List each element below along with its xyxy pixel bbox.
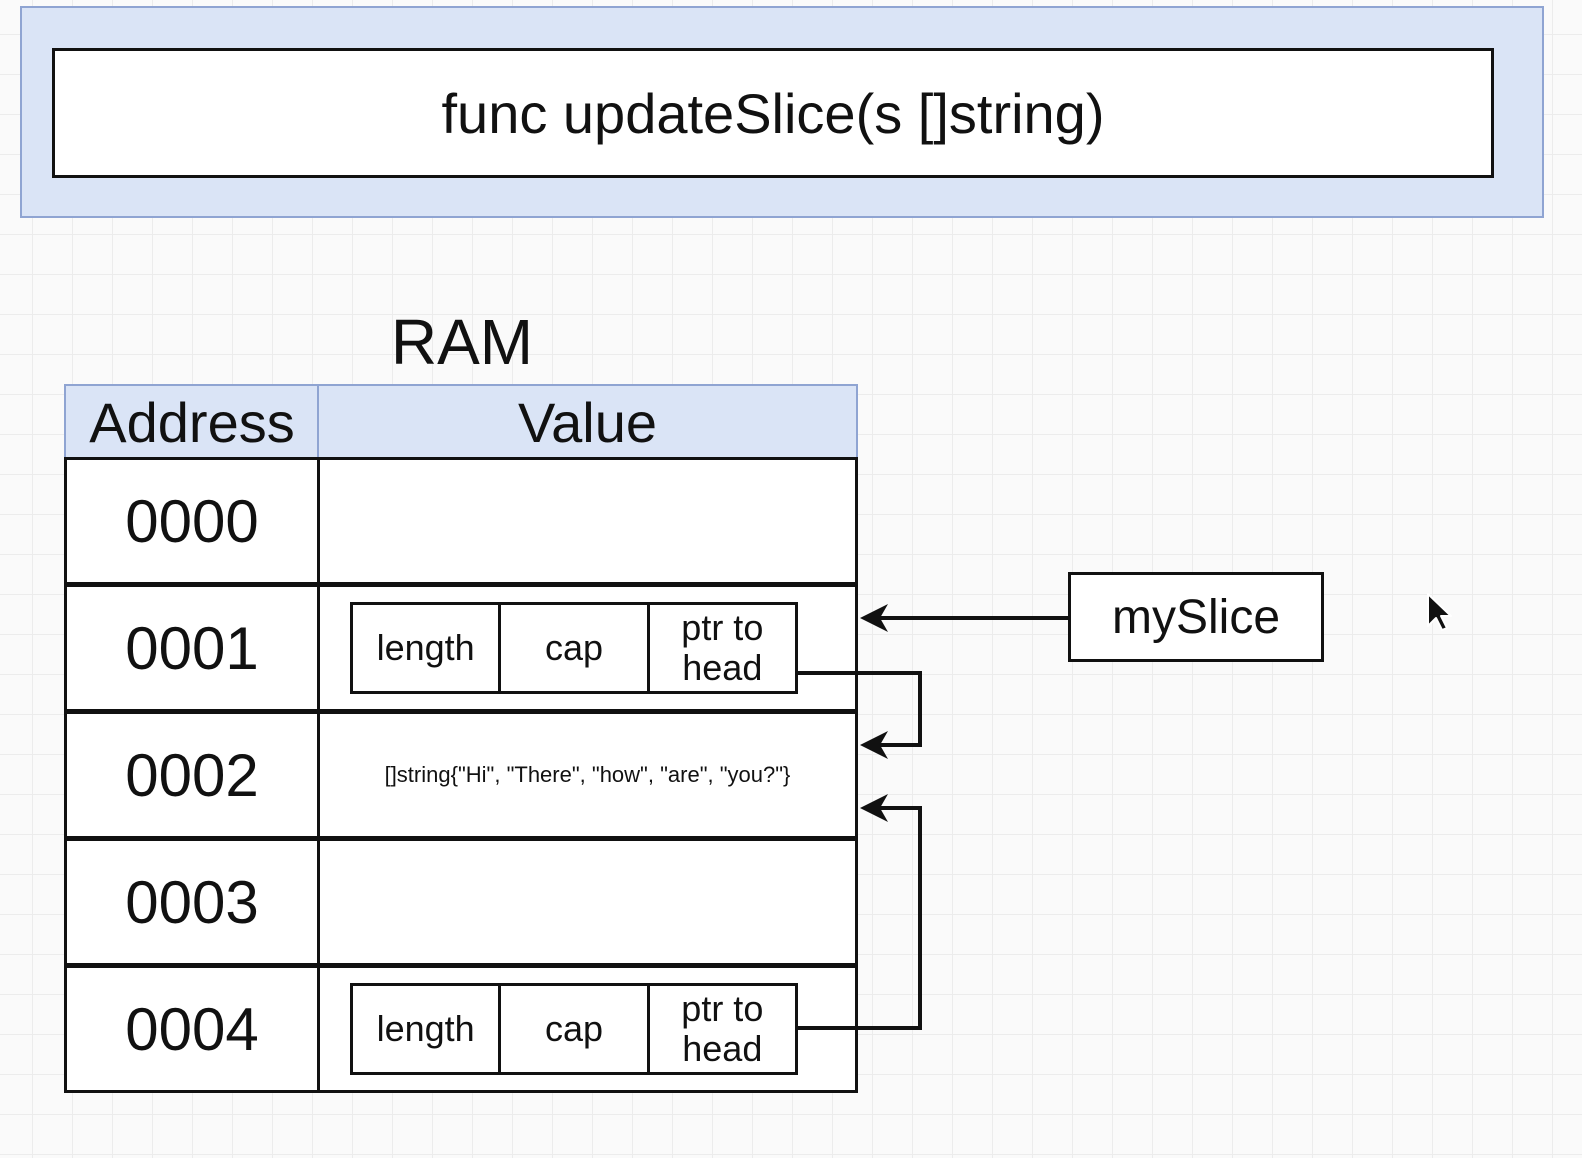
slice-length-field: length	[376, 627, 475, 668]
slice-header-0001: length cap ptr to head	[350, 602, 798, 694]
slice-header-0004: length cap ptr to head	[350, 983, 798, 1075]
slice-ptr-field: ptr to head	[646, 605, 795, 691]
function-signature: func updateSlice(s []string)	[52, 48, 1494, 178]
slice-length-field: length	[376, 1008, 475, 1049]
address-cell-0000: 0000	[64, 457, 320, 585]
slice-ptr-field: ptr to head	[646, 986, 795, 1072]
ptr-0001-arrowhead	[860, 731, 888, 759]
slice-cap-field: cap	[498, 605, 646, 691]
value-column-header: Value	[317, 384, 858, 460]
address-cell-0003: 0003	[64, 838, 320, 966]
myslice-variable-box: mySlice	[1068, 572, 1324, 662]
value-cell-0001: length cap ptr to head	[317, 584, 858, 712]
myslice-arrowhead	[860, 604, 888, 632]
slice-cap-field: cap	[498, 986, 646, 1072]
ptr-0004-arrowhead	[860, 794, 888, 822]
value-cell-0000	[317, 457, 858, 585]
ram-title: RAM	[390, 306, 534, 378]
value-cell-0004: length cap ptr to head	[317, 965, 858, 1093]
address-column-header: Address	[64, 384, 320, 460]
function-container: func updateSlice(s []string)	[20, 6, 1544, 218]
address-cell-0004: 0004	[64, 965, 320, 1093]
address-cell-0001: 0001	[64, 584, 320, 712]
value-cell-0002: []string{"Hi", "There", "how", "are", "y…	[317, 711, 858, 839]
ptr-0001-to-0002-arrow	[795, 671, 922, 747]
ptr-0004-to-0002-arrow	[795, 806, 922, 1030]
address-cell-0002: 0002	[64, 711, 320, 839]
value-cell-0003	[317, 838, 858, 966]
